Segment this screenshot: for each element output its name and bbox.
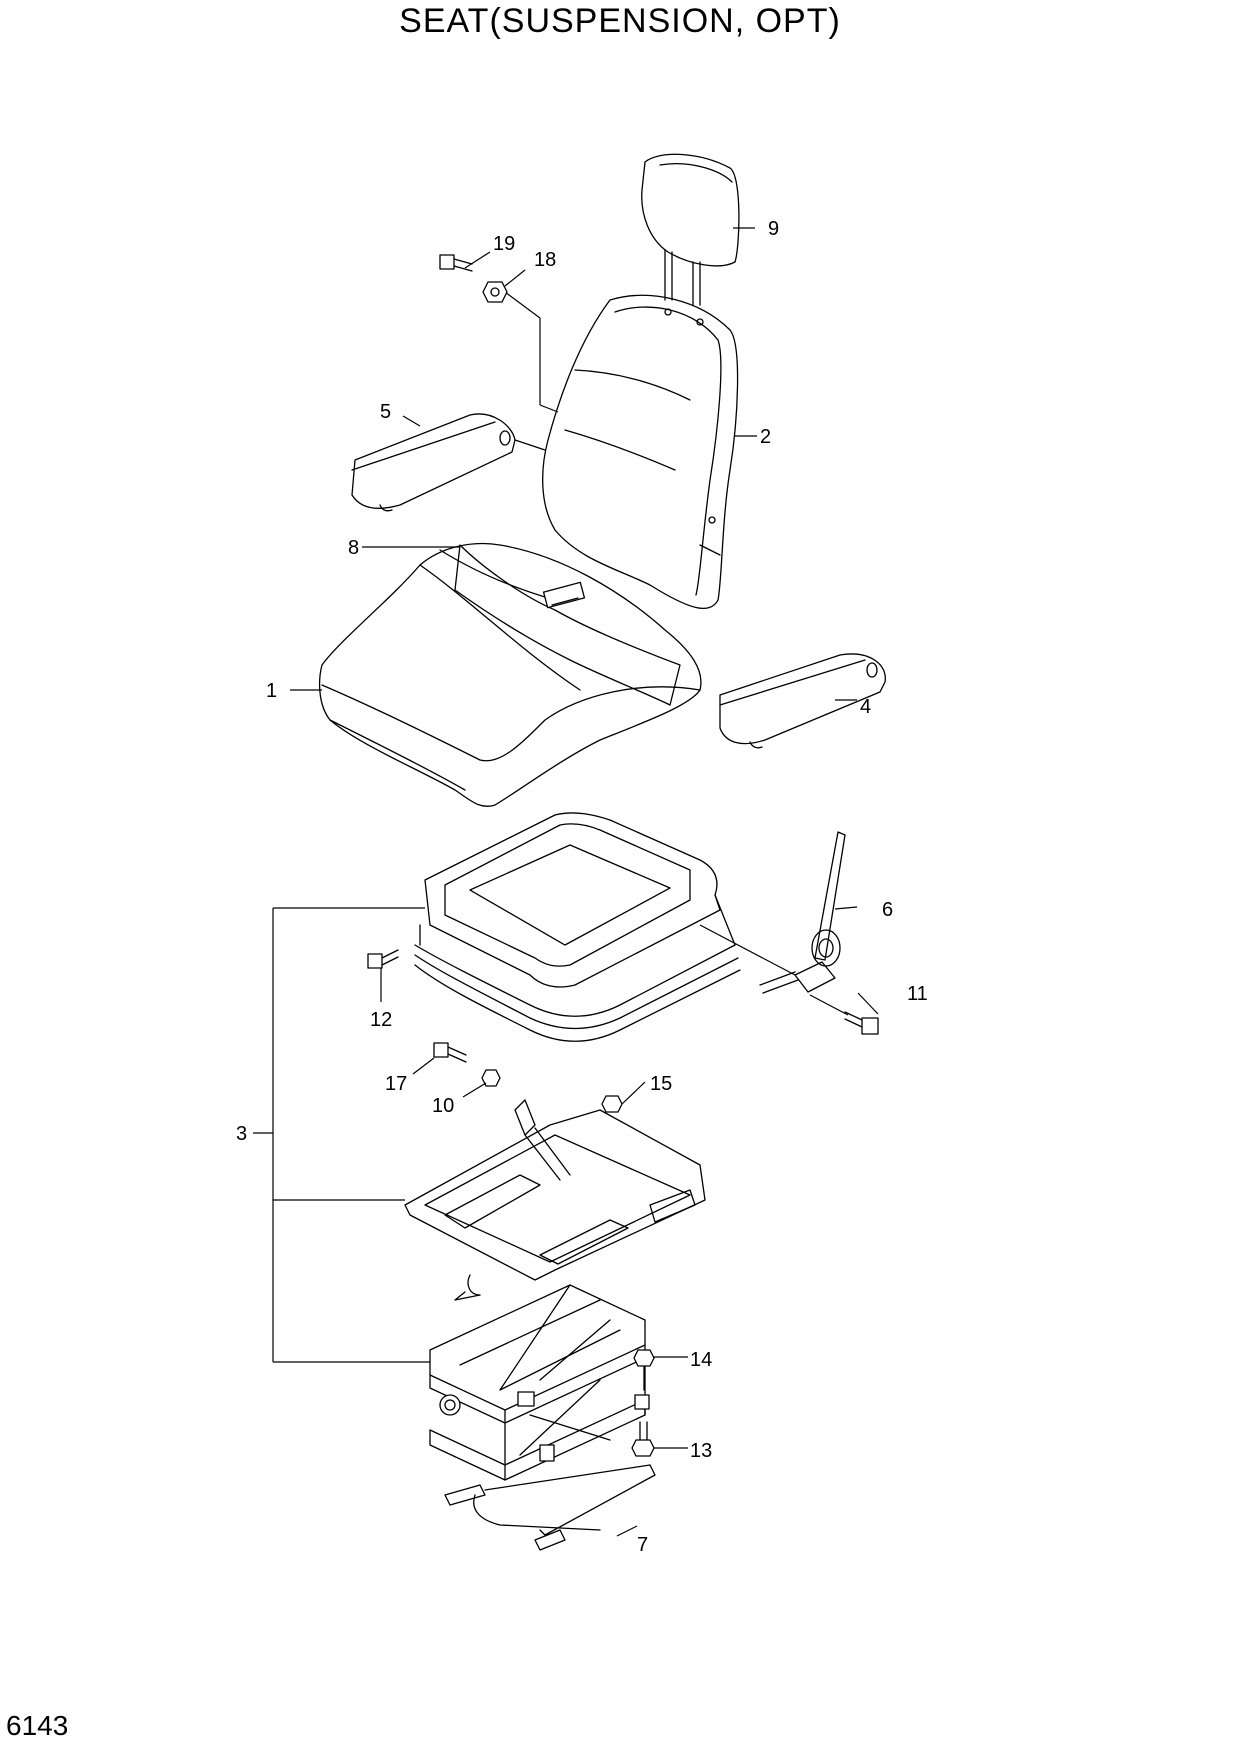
- callout-7: 7: [637, 1534, 648, 1556]
- bolt-14-part: [633, 1349, 655, 1391]
- seat-cushion-part: [318, 542, 702, 807]
- nut-18-part: [482, 281, 508, 303]
- callout-15: 15: [650, 1073, 672, 1095]
- callout-4: 4: [860, 696, 871, 718]
- callout-13: 13: [690, 1440, 712, 1462]
- callout-11: 11: [907, 983, 928, 1005]
- callout-18: 18: [534, 249, 556, 271]
- callout-labels: 1 2 3 4 5 6 7 8 9 10 11 12 13 14 15 17 1…: [236, 218, 928, 1556]
- callout-9: 9: [768, 218, 779, 240]
- slide-frame-part: [404, 1099, 706, 1301]
- backrest-part: [542, 294, 739, 610]
- nut-10-part: [481, 1069, 501, 1087]
- bolt-17-part: [433, 1042, 467, 1063]
- suspension-cover-part: [414, 812, 741, 1042]
- page-number: 6143: [6, 1710, 69, 1741]
- bolt-19-part: [439, 254, 473, 272]
- callout-3-bracket: [253, 907, 430, 1363]
- bolt-13-part: [631, 1421, 655, 1457]
- callout-5: 5: [380, 401, 391, 423]
- nut-15-part: [601, 1095, 623, 1113]
- callout-12: 12: [370, 1009, 392, 1031]
- right-armrest-part: [719, 653, 886, 749]
- callout-1: 1: [266, 680, 277, 702]
- page-title: SEAT(SUSPENSION, OPT): [399, 2, 841, 40]
- leader-lines: [290, 227, 879, 1537]
- adjust-lever-part: [699, 831, 846, 994]
- bolt-12-part: [367, 949, 399, 969]
- headrest-part: [641, 153, 740, 306]
- callout-14: 14: [690, 1349, 712, 1371]
- callout-10: 10: [432, 1095, 454, 1117]
- left-armrest-part: [351, 413, 516, 512]
- seat-belt-part: [454, 544, 681, 706]
- callout-17: 17: [385, 1073, 407, 1095]
- callout-6: 6: [882, 899, 893, 921]
- callout-8: 8: [348, 537, 359, 559]
- scissor-base-part: [429, 1284, 650, 1481]
- callout-3: 3: [236, 1123, 247, 1145]
- slide-rail-part: [444, 1464, 656, 1551]
- callout-2: 2: [760, 426, 771, 448]
- callout-19: 19: [493, 233, 515, 255]
- bolt-11-part: [809, 994, 879, 1035]
